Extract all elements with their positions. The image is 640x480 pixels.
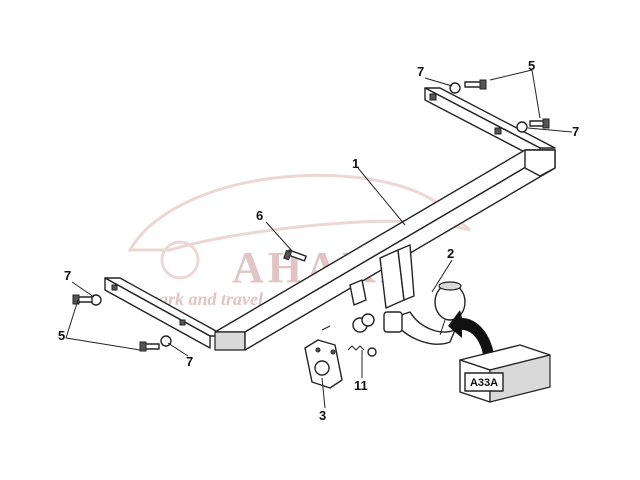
callout-left-upper-washer: 7: [64, 268, 71, 283]
callout-spring-kit: 11: [354, 378, 368, 393]
ball-neck: [383, 281, 466, 345]
callout-top-bolt: 5: [528, 58, 535, 73]
leader-lines: [65, 69, 573, 409]
socket-plate: [304, 339, 343, 389]
left-bolt-set: [72, 294, 172, 352]
watermark-tagline: park and travel: [148, 289, 263, 309]
callouts: 1 2 3 6 11 7 5 7 7 5 7: [58, 58, 579, 423]
spring-kit: [321, 325, 377, 357]
neck-adapter-plate: [349, 279, 375, 333]
callout-top-washer: 7: [417, 64, 424, 79]
center-bolt: [283, 249, 307, 262]
callout-main-bar: 1: [352, 156, 359, 171]
top-bolt-set: [449, 79, 550, 133]
bracket-hole-icon: [111, 284, 118, 291]
box-arrow: [448, 310, 495, 365]
left-mounting-bracket: [104, 277, 226, 349]
right-mounting-bracket: [424, 87, 556, 161]
callout-center-bolt: 6: [256, 208, 263, 223]
bracket-hole-icon: [494, 127, 502, 135]
watermark-wheel-icon: [160, 240, 200, 280]
product-code: A33A: [470, 377, 498, 389]
bracket-hole-icon: [429, 93, 437, 101]
center-mount-plate: [379, 244, 415, 309]
callout-top-right-washer: 7: [572, 124, 579, 139]
callout-socket-plate: 3: [319, 408, 326, 423]
bracket-hole-icon: [179, 319, 186, 326]
product-box: A33A: [459, 344, 551, 403]
callout-left-bolt: 5: [58, 328, 65, 343]
callout-left-lower-washer: 7: [186, 354, 193, 369]
callout-ball-neck: 2: [447, 246, 454, 261]
